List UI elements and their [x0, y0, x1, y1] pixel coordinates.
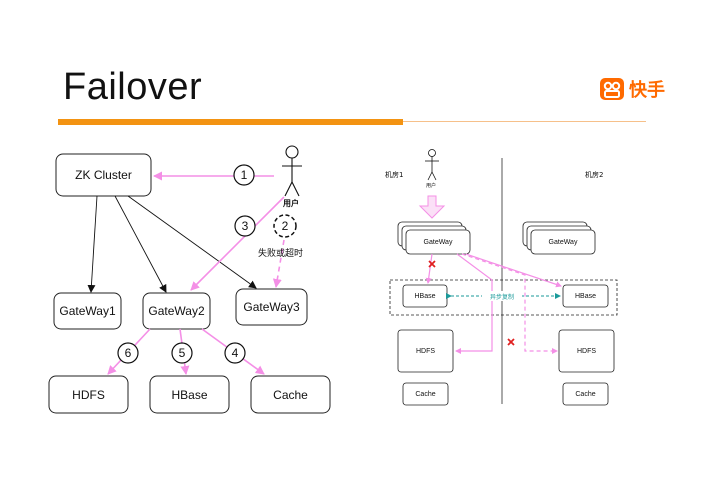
- user-label-small: 用户: [426, 183, 437, 189]
- room1-hdfs-label: HDFS: [415, 347, 436, 355]
- zk-cluster-label: ZK Cluster: [75, 168, 132, 182]
- gateway-to-room1-hdfs-arrow: [455, 253, 493, 354]
- step3-circle: [234, 215, 256, 237]
- room2-hdfs-label: HDFS: [576, 347, 597, 355]
- room2-label: 机房2: [585, 171, 604, 179]
- zk-cluster-box: [55, 153, 152, 197]
- step4-circle: [224, 342, 246, 364]
- kuaishou-logo: 快手: [600, 78, 665, 101]
- room1-hbase-label: HBase: [414, 292, 436, 300]
- zk-to-gateway3-arrow: [127, 195, 257, 289]
- step5-label: 5: [178, 346, 186, 360]
- step1-circle: [233, 164, 255, 186]
- title-underline: [58, 119, 403, 125]
- gateway3-label: GateWay3: [243, 300, 300, 314]
- room2-gateway-box: [530, 229, 596, 255]
- user-icon-small: [425, 149, 439, 181]
- gateway2-label: GateWay2: [148, 304, 205, 318]
- room2-cache-label: Cache: [575, 390, 596, 398]
- room1-cache-label: Cache: [415, 390, 436, 398]
- cache-box: [250, 375, 331, 414]
- user-to-gateway2-arrow: [190, 196, 285, 291]
- room1-gateway-box: [405, 229, 471, 255]
- step1-label: 1: [240, 168, 248, 182]
- user-request-arrow: [418, 195, 446, 219]
- gateway-to-room1-hbase-failed-arrow: [425, 253, 433, 284]
- room2-cache-box: [562, 382, 609, 406]
- room2-hbase-box: [562, 284, 609, 308]
- room2-hbase-label: HBase: [574, 292, 596, 300]
- step6-label: 6: [124, 346, 132, 360]
- user-label: 用户: [283, 199, 299, 208]
- zk-to-gateway1-arrow: [87, 195, 98, 293]
- room1-gateway-label: GateWay: [423, 238, 453, 246]
- room2-gateway-label: GateWay: [548, 238, 578, 246]
- zk-to-gateway2-arrow: [114, 195, 167, 293]
- step2-label: 2: [281, 219, 289, 233]
- gateway1-box: [53, 292, 122, 330]
- step4-label: 4: [231, 346, 239, 360]
- step3-label: 3: [241, 219, 249, 233]
- hdfs-box: [48, 375, 129, 414]
- failure-x-icon-hdfs: [507, 338, 515, 346]
- hbase-replication-region: [389, 279, 618, 316]
- failure-x-icon: [428, 260, 436, 268]
- brand-name: 快手: [629, 80, 665, 101]
- right-diagram: [389, 149, 618, 406]
- kuaishou-logo-icon: [600, 78, 624, 100]
- left-diagram: [48, 145, 331, 414]
- room2-hdfs-box: [558, 329, 615, 373]
- gateway2-box: [142, 292, 211, 330]
- title-underline-thin: [403, 121, 646, 122]
- hdfs-label: HDFS: [72, 387, 105, 402]
- failure-label: 失败或超时: [258, 249, 304, 259]
- gateway1-label: GateWay1: [59, 304, 116, 318]
- step2-circle: [273, 214, 297, 238]
- room1-label: 机房1: [385, 171, 404, 179]
- room1-hdfs-box: [397, 329, 454, 373]
- gateway-to-room2-hbase-arrow: [465, 253, 562, 288]
- step5-circle: [171, 342, 193, 364]
- step6-circle: [117, 342, 139, 364]
- cache-label: Cache: [273, 387, 308, 402]
- room1-cache-box: [402, 382, 449, 406]
- hbase-label: HBase: [171, 387, 208, 402]
- hbase-box: [149, 375, 230, 414]
- user-icon: [282, 145, 302, 197]
- async-replication-label: 异步复制: [482, 291, 522, 301]
- slide-title: Failover: [63, 66, 203, 108]
- gateway3-box: [235, 288, 308, 326]
- failover-to-gateway3-arrow: [272, 239, 285, 288]
